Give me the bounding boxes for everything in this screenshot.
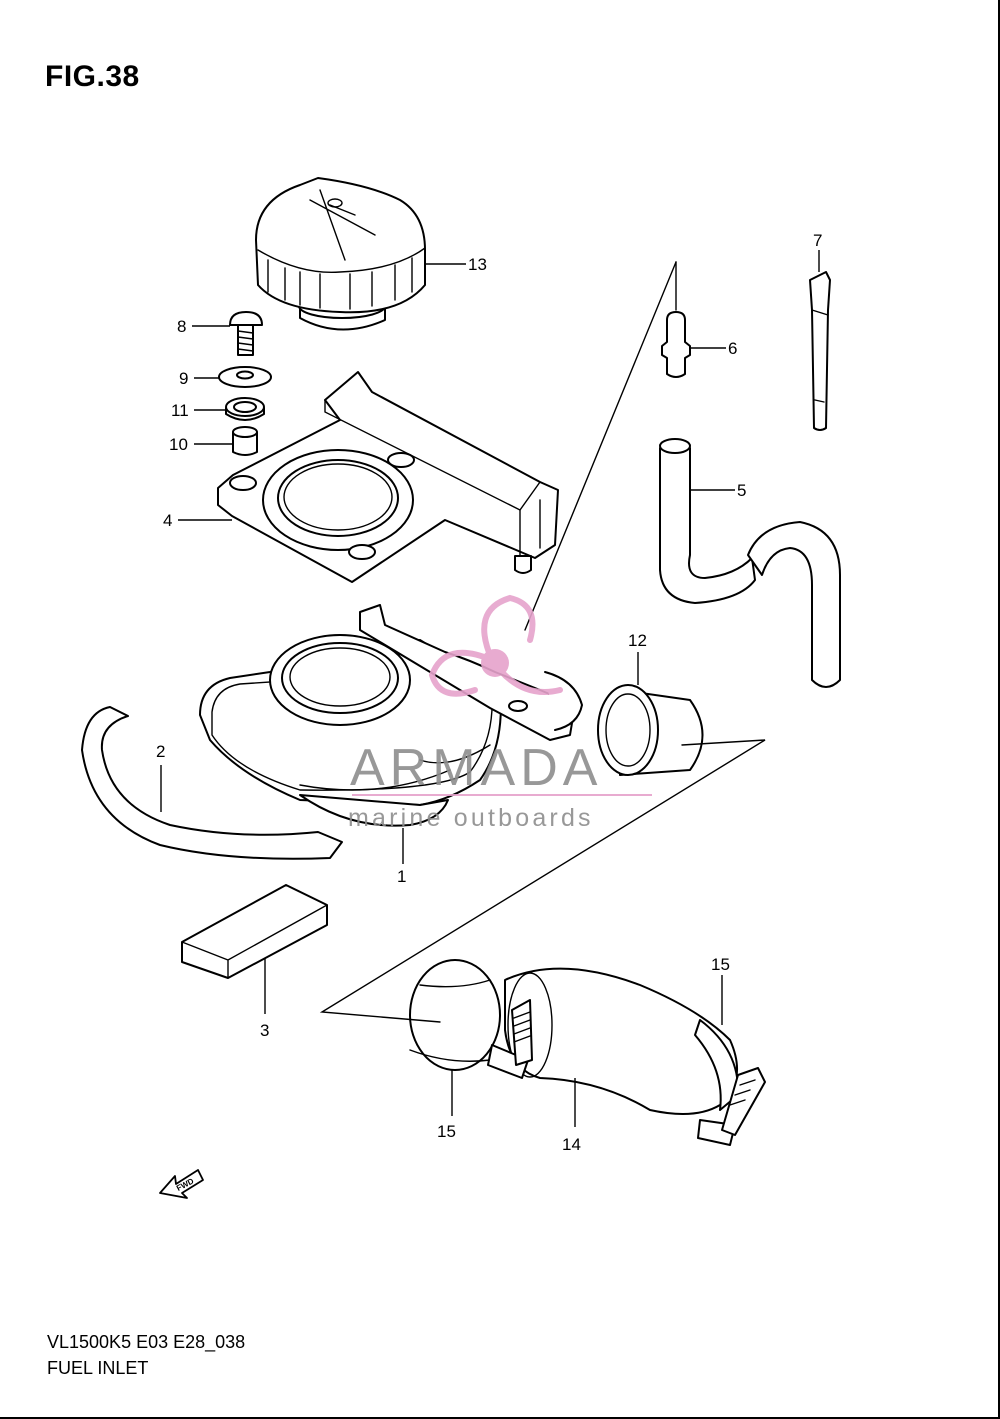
part-10-spacer[interactable] — [232, 426, 258, 456]
part-15-hose-clamp-right[interactable] — [694, 1019, 766, 1146]
part-7-clamp-strap[interactable] — [809, 271, 831, 431]
part-13-fuel-cap[interactable] — [255, 177, 426, 331]
watermark-brand: ARMADA — [350, 739, 602, 797]
callout-7: 7 — [813, 231, 822, 250]
callout-8: 8 — [177, 317, 186, 336]
figure-title: FIG.38 — [45, 60, 140, 93]
part-3-pad[interactable] — [181, 884, 328, 979]
assembly-guide-lines — [319, 261, 766, 1023]
fwd-arrow-icon: FWD — [159, 1169, 204, 1199]
part-5-breather-hose[interactable] — [659, 438, 841, 688]
callout-6: 6 — [728, 339, 737, 358]
model-code: VL1500K5 E03 E28_038 — [47, 1332, 246, 1352]
callout-3: 3 — [260, 1021, 269, 1040]
callout-14: 14 — [562, 1135, 581, 1154]
watermark-tagline: marine outboards — [348, 804, 594, 832]
part-1-filler-neck[interactable] — [199, 604, 583, 827]
section-title: FUEL INLET — [47, 1358, 149, 1378]
part-11-ring[interactable] — [225, 397, 265, 421]
part-12-grommet[interactable] — [597, 684, 704, 776]
callout-5: 5 — [737, 481, 746, 500]
callout-9: 9 — [179, 369, 188, 388]
callout-12: 12 — [628, 631, 647, 650]
part-2-seal-strip[interactable] — [81, 706, 343, 860]
part-9-washer[interactable] — [218, 366, 272, 388]
callout-4: 4 — [163, 511, 172, 530]
callout-15-left: 15 — [437, 1122, 456, 1141]
part-4-bracket-plate[interactable] — [217, 371, 559, 583]
part-15-hose-clamp-left[interactable] — [409, 959, 533, 1079]
watermark: ARMADA marine outboards — [348, 594, 652, 832]
callout-11: 11 — [171, 401, 189, 420]
part-8-screw[interactable] — [229, 311, 263, 356]
part-6-joint[interactable] — [661, 311, 691, 378]
armada-propeller-logo-icon — [428, 594, 563, 697]
callout-1: 1 — [397, 867, 406, 886]
callout-2: 2 — [156, 742, 165, 761]
callout-10: 10 — [169, 435, 188, 454]
callout-13: 13 — [468, 255, 487, 274]
callout-15-right: 15 — [711, 955, 730, 974]
